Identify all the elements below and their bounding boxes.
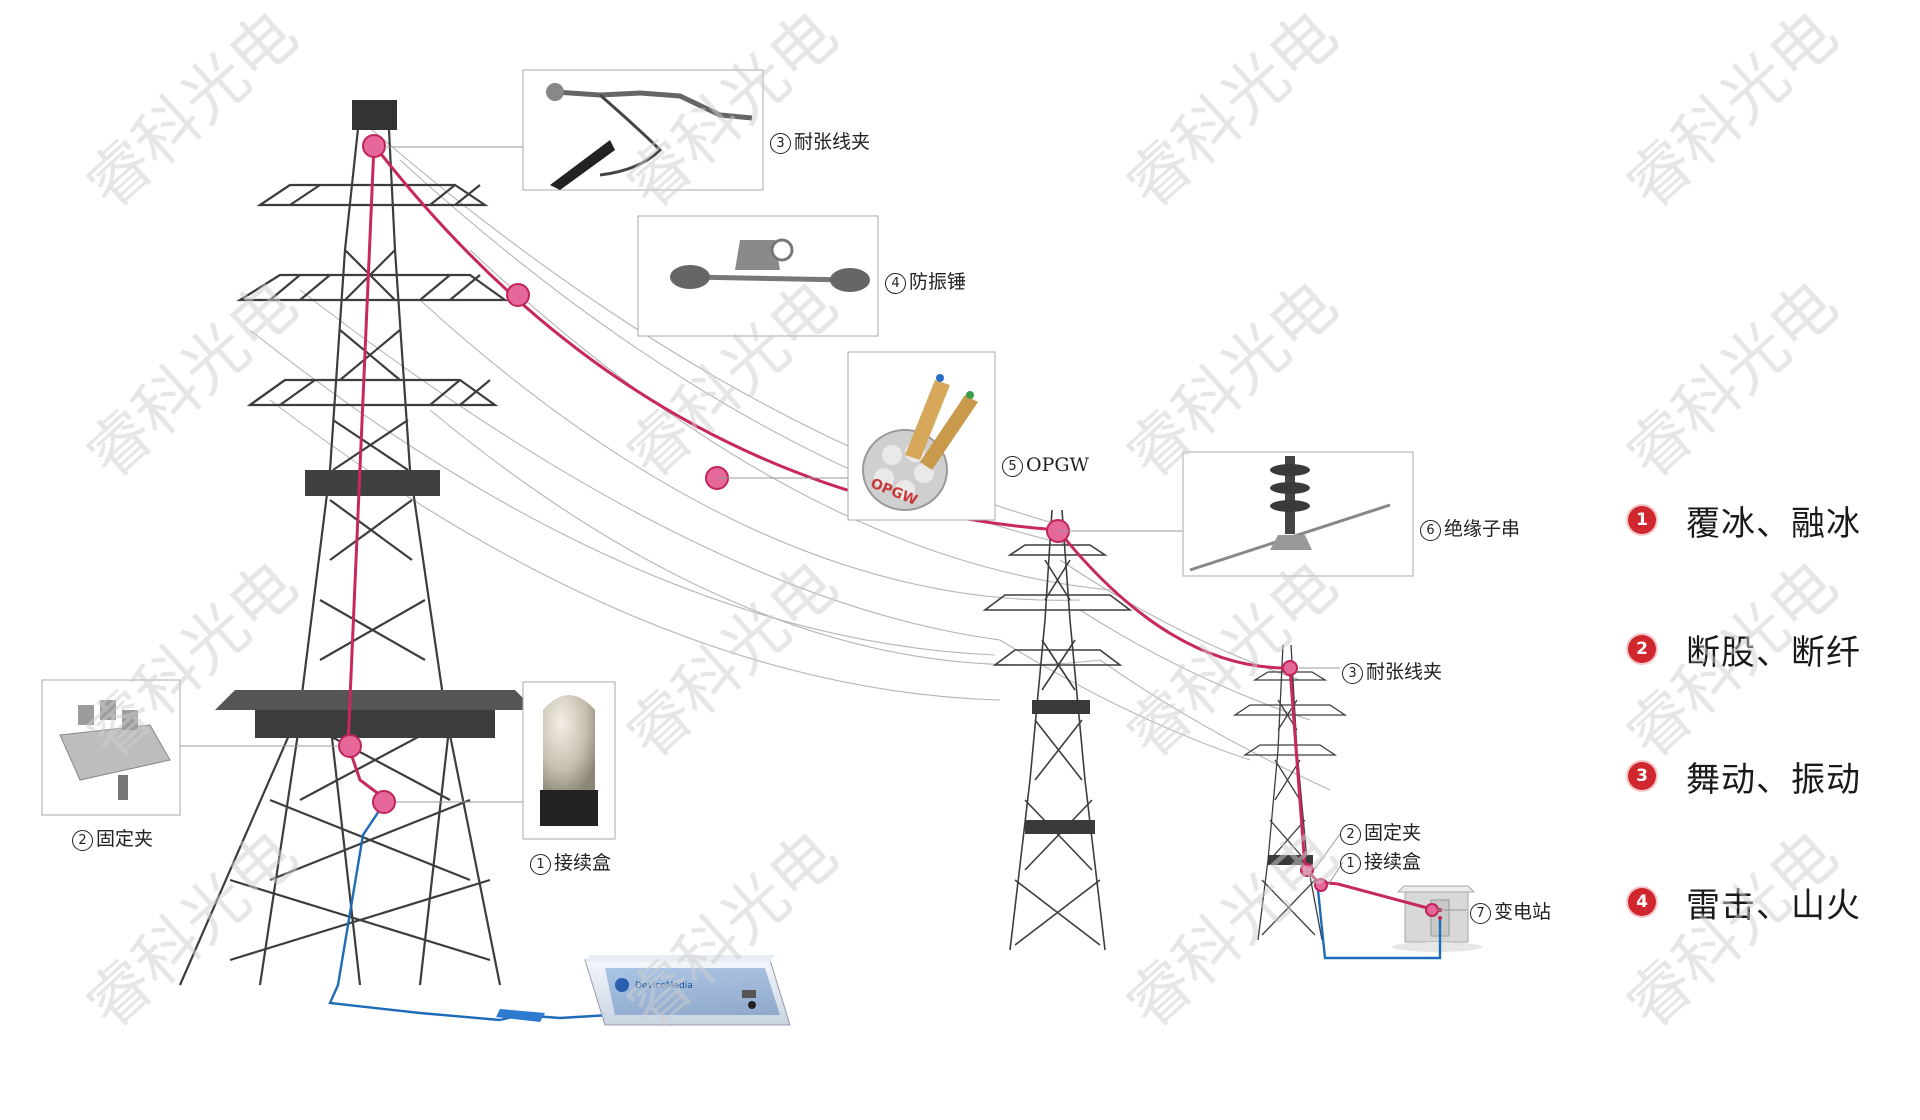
node-span-1 bbox=[506, 283, 530, 307]
transmission-tower-small bbox=[1232, 644, 1348, 941]
legend-badge: 1 bbox=[1628, 506, 1656, 534]
legend-label: 断股、断纤 bbox=[1686, 632, 1861, 673]
callout-label: 固定夹 bbox=[96, 828, 154, 850]
blue-signal-cable bbox=[328, 804, 1442, 1022]
legend-badge: 3 bbox=[1628, 762, 1656, 790]
callout-number: 2 bbox=[72, 830, 93, 851]
transmission-tower-medium bbox=[982, 509, 1133, 951]
legend-badge: 2 bbox=[1628, 635, 1656, 663]
tower-platform-lower-top bbox=[215, 690, 535, 710]
node-fixing-clamp bbox=[338, 734, 362, 758]
tower-medium-platform-1 bbox=[1032, 700, 1090, 714]
callout-label: 耐张线夹 bbox=[794, 131, 871, 153]
node-substation bbox=[1425, 903, 1439, 917]
legend-label: 雷击、山火 bbox=[1686, 885, 1861, 926]
monitoring-instrument: DeviceMedia bbox=[584, 955, 791, 1026]
legend-badge: 4 bbox=[1628, 888, 1656, 916]
callout-number: 3 bbox=[1342, 663, 1363, 684]
callout-label: OPGW bbox=[1026, 454, 1090, 476]
tower-platform-upper bbox=[305, 470, 440, 496]
connector-plug bbox=[496, 1009, 545, 1022]
node-splice-box bbox=[372, 790, 396, 814]
callout-number: 3 bbox=[770, 133, 791, 154]
legend-item: 4 雷击、山火 bbox=[1628, 880, 1861, 926]
legend-item: 1 覆冰、融冰 bbox=[1628, 498, 1861, 544]
photo-box-vibration-damper bbox=[637, 215, 879, 337]
substation-cabinet bbox=[1392, 885, 1482, 952]
callout-number: 1 bbox=[1340, 853, 1361, 874]
legend-item: 2 断股、断纤 bbox=[1628, 627, 1861, 673]
callout-number: 4 bbox=[885, 273, 906, 294]
callout-number: 6 bbox=[1420, 520, 1441, 541]
callout-label: 耐张线夹 bbox=[1366, 661, 1443, 683]
callout-label: 接续盒 bbox=[554, 852, 612, 874]
legend-label: 舞动、振动 bbox=[1686, 759, 1861, 800]
tower-platform-lower bbox=[255, 710, 495, 738]
node-small-tower-splice bbox=[1314, 878, 1328, 892]
callout-label: 固定夹 bbox=[1364, 822, 1422, 844]
photo-box-tension-clamp bbox=[522, 69, 764, 191]
tower-medium-platform-2 bbox=[1025, 820, 1095, 834]
tower-top-cap bbox=[352, 100, 397, 130]
callout-label: 防振锤 bbox=[909, 271, 967, 293]
legend-item: 3 舞动、振动 bbox=[1628, 754, 1861, 800]
photo-box-splice-box bbox=[522, 681, 616, 840]
callout-leaders bbox=[178, 146, 1467, 911]
photo-box-insulator bbox=[1182, 451, 1414, 577]
callout-label: 绝缘子串 bbox=[1444, 518, 1521, 540]
callout-label: 变电站 bbox=[1494, 901, 1552, 923]
callout-number: 7 bbox=[1470, 903, 1491, 924]
legend-label: 覆冰、融冰 bbox=[1686, 503, 1861, 544]
svg-text:DeviceMedia: DeviceMedia bbox=[635, 981, 693, 991]
callout-number: 2 bbox=[1340, 824, 1361, 845]
callout-number: 1 bbox=[530, 854, 551, 875]
photo-box-fixing-clamp bbox=[41, 679, 181, 816]
node-small-tower-clamp bbox=[1300, 863, 1314, 877]
node-tower-top bbox=[362, 134, 386, 158]
callout-number: 5 bbox=[1002, 456, 1023, 477]
node-small-tower-top bbox=[1282, 660, 1298, 676]
callout-label: 接续盒 bbox=[1364, 851, 1422, 873]
tower-small-platform bbox=[1268, 855, 1313, 865]
photo-box-opgw: OPGW bbox=[847, 351, 996, 521]
